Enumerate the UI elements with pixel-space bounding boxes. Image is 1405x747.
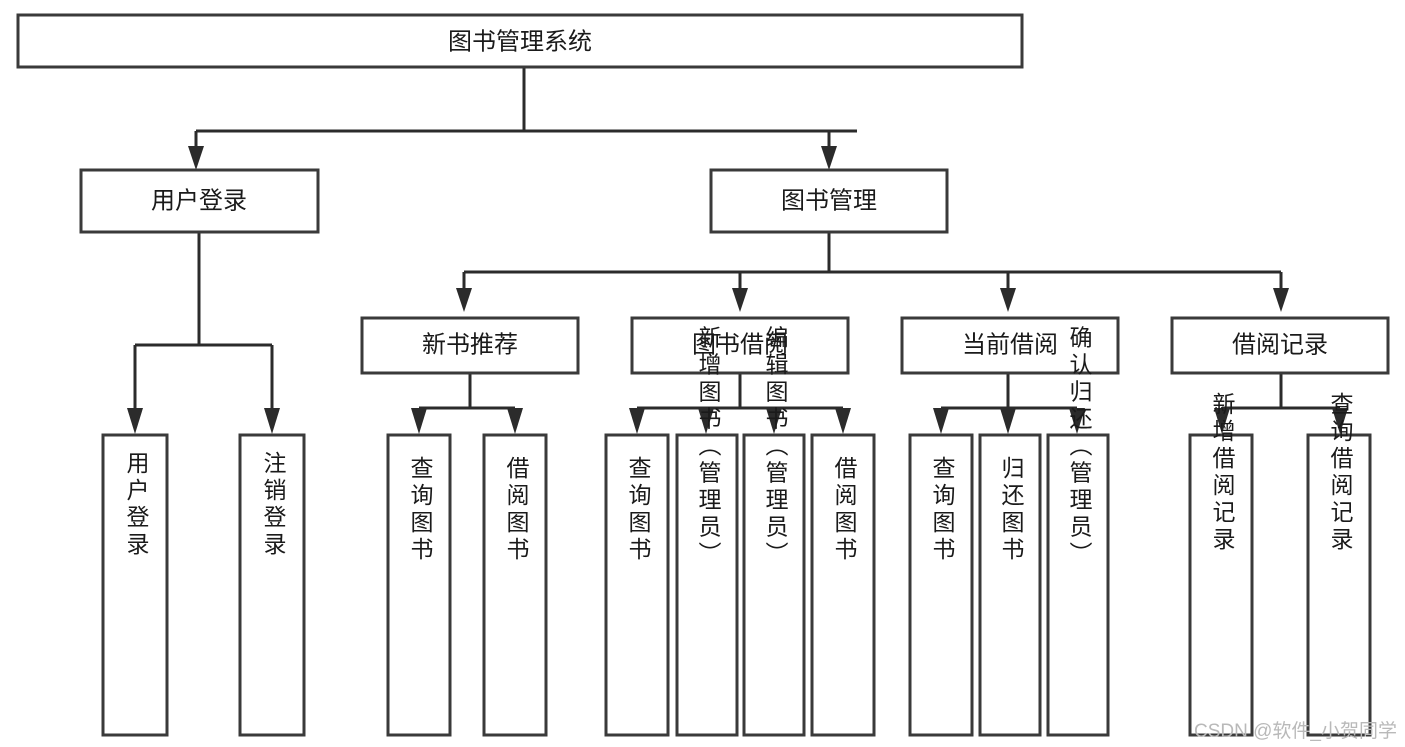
node-box <box>900 316 1120 375</box>
node-leaf-logout[interactable]: 注销登录 <box>238 433 306 737</box>
node-box <box>742 433 806 737</box>
node-label: 查询图书 <box>929 456 956 564</box>
node-box <box>238 433 306 737</box>
arrow-head-icon <box>821 146 837 170</box>
node-leaf-query-book-3[interactable]: 查询图书 <box>908 433 974 737</box>
node-label: 图书借阅 <box>692 331 788 358</box>
node-box <box>1188 433 1254 737</box>
node-box <box>709 168 949 234</box>
node-label: 确认归还（管理员） <box>1066 326 1093 569</box>
node-label: 编辑图书（管理员） <box>762 326 789 569</box>
arrow-head-icon <box>1069 408 1085 434</box>
node-label: 用户登录 <box>123 451 150 559</box>
arrow-head-icon <box>1332 408 1348 434</box>
node-box <box>16 13 1024 69</box>
node-leaf-edit-book[interactable]: 编辑图书（管理员） <box>742 326 806 737</box>
node-label: 查询借阅记录 <box>1327 392 1354 554</box>
arrow-head-icon <box>732 288 748 312</box>
node-label: 图书管理 <box>781 187 877 214</box>
node-current-borrow[interactable]: 当前借阅 <box>900 316 1120 375</box>
node-user-login[interactable]: 用户登录 <box>79 168 320 234</box>
connector-group-borrowrecord-to-leaves <box>1214 373 1348 434</box>
node-root-label: 图书管理系统 <box>448 28 592 55</box>
arrow-head-icon <box>766 408 782 434</box>
node-box <box>1170 316 1390 375</box>
connector-group-newbook-to-leaves <box>411 373 523 434</box>
node-box <box>360 316 580 375</box>
node-label: 注销登录 <box>260 451 287 559</box>
arrow-head-icon <box>127 408 143 434</box>
arrow-head-icon <box>698 408 714 434</box>
connector-group-bookmanage-to-level3 <box>456 232 1289 312</box>
node-leaf-query-record[interactable]: 查询借阅记录 <box>1306 392 1372 737</box>
node-label: 查询图书 <box>625 456 652 564</box>
node-label: 归还图书 <box>998 456 1025 564</box>
node-box <box>908 433 974 737</box>
node-label: 新增借阅记录 <box>1209 392 1236 554</box>
node-label: 当前借阅 <box>962 331 1058 358</box>
node-leaf-query-book-2[interactable]: 查询图书 <box>604 433 670 737</box>
node-label: 查询图书 <box>407 456 434 564</box>
node-label: 借阅记录 <box>1232 331 1328 358</box>
connector-group-userlogin-to-leaves <box>127 232 280 434</box>
node-book-borrow[interactable]: 图书借阅 <box>630 316 850 375</box>
node-box <box>386 433 452 737</box>
arrow-head-icon <box>456 288 472 312</box>
node-leaf-user-login[interactable]: 用户登录 <box>101 433 169 737</box>
arrow-head-icon <box>264 408 280 434</box>
connector-group-bookborrow-to-leaves <box>629 373 851 434</box>
arrow-head-icon <box>933 408 949 434</box>
node-leaf-return-book[interactable]: 归还图书 <box>978 433 1042 737</box>
connector-group-currentborrow-to-leaves <box>933 373 1085 434</box>
node-label: 新增图书（管理员） <box>695 326 722 569</box>
node-leaf-borrow-book-2[interactable]: 借阅图书 <box>810 433 876 737</box>
node-label: 借阅图书 <box>831 456 858 564</box>
node-leaf-borrow-book-1[interactable]: 借阅图书 <box>482 433 548 737</box>
arrow-head-icon <box>629 408 645 434</box>
node-label: 用户登录 <box>151 187 247 214</box>
node-box <box>810 433 876 737</box>
node-borrow-record[interactable]: 借阅记录 <box>1170 316 1390 375</box>
arrow-head-icon <box>835 408 851 434</box>
arrow-head-icon <box>411 408 427 434</box>
arrow-head-icon <box>188 146 204 170</box>
node-box <box>482 433 548 737</box>
arrow-head-icon <box>1214 408 1230 434</box>
node-box <box>604 433 670 737</box>
node-leaf-add-record[interactable]: 新增借阅记录 <box>1188 392 1254 737</box>
node-book-manage[interactable]: 图书管理 <box>709 168 949 234</box>
arrow-head-icon <box>1273 288 1289 312</box>
node-box <box>101 433 169 737</box>
connector-group-root-to-level2 <box>188 67 857 170</box>
node-box <box>79 168 320 234</box>
node-leaf-add-book[interactable]: 新增图书（管理员） <box>675 326 739 737</box>
node-box <box>978 433 1042 737</box>
node-leaf-query-book-1[interactable]: 查询图书 <box>386 433 452 737</box>
node-label: 新书推荐 <box>422 331 518 358</box>
node-box <box>1306 433 1372 737</box>
node-root-system[interactable]: 图书管理系统 <box>16 13 1024 69</box>
arrow-head-icon <box>1000 288 1016 312</box>
node-new-book-recommend[interactable]: 新书推荐 <box>360 316 580 375</box>
arrow-head-icon <box>1000 408 1016 434</box>
node-box <box>1046 433 1110 737</box>
node-box <box>630 316 850 375</box>
node-box <box>675 433 739 737</box>
node-leaf-confirm-return[interactable]: 确认归还（管理员） <box>1046 326 1110 737</box>
arrow-head-icon <box>507 408 523 434</box>
node-label: 借阅图书 <box>503 456 530 564</box>
